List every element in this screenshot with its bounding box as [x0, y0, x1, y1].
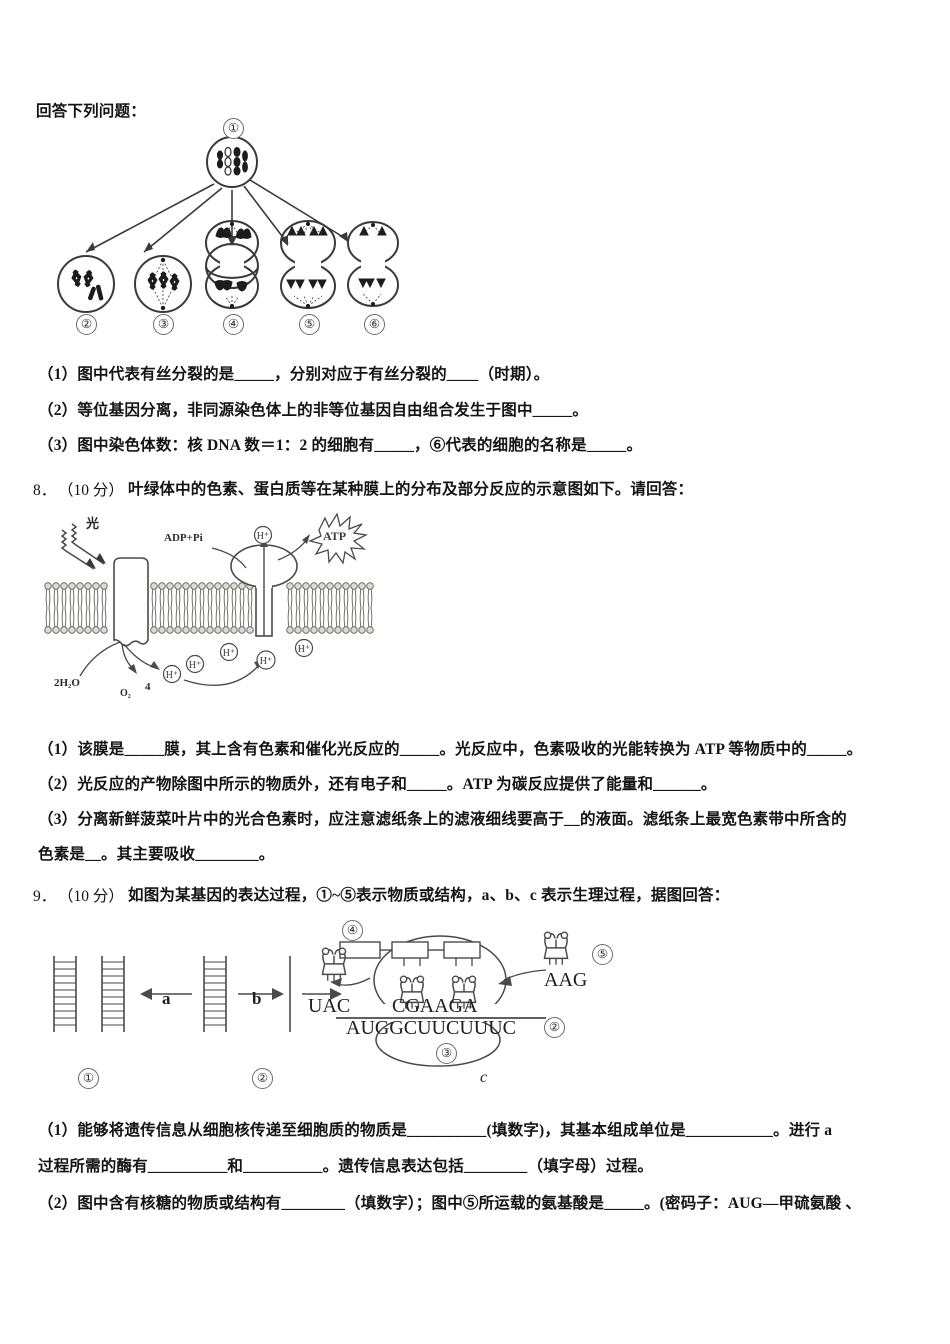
label-atp-text: ATP [323, 529, 346, 543]
q7-item-1: （1）图中代表有丝分裂的是_____，分别对应于有丝分裂的____（时期）。 [38, 366, 550, 383]
process-b-text: b [252, 989, 261, 1008]
gene-label-5: ⑤ [592, 944, 613, 965]
figure-label-4: ④ [223, 314, 244, 335]
svg-text:H⁺: H⁺ [257, 531, 270, 542]
figure-label-3: ③ [153, 314, 174, 335]
peptide-codons-text: CGAAGA [392, 995, 478, 1017]
intro-text: 回答下列问题： [36, 103, 146, 120]
figure-gene-expression: UAC AAG CGAAGA AUGGCUUCUUUC c a b ① ② ② … [40, 908, 640, 1098]
q9-number: 9． [33, 888, 57, 905]
label-4-text: 4 [145, 681, 151, 693]
svg-text:H⁺: H⁺ [189, 660, 202, 671]
q8-score: （10 分） [58, 482, 124, 499]
q9-score: （10 分） [58, 888, 124, 905]
q8-item-3: （3）分离新鲜菠菜叶片中的光合色素时，应注意滤纸条上的滤液细线要高于__的液面。… [38, 811, 847, 828]
q9-item-1-cont: 过程所需的酶有__________和__________。遗传信息表达包括___… [38, 1158, 654, 1175]
q8-stem: 叶绿体中的色素、蛋白质等在某种膜上的分布及部分反应的示意图如下。请回答： [128, 481, 694, 498]
anticodon-aag-text: AAG [544, 969, 587, 991]
svg-text:H⁺: H⁺ [223, 648, 236, 659]
figure-thylakoid-membrane: H⁺ H⁺ H⁺ H⁺ H⁺ H⁺ 光 ADP+Pi ATP 2H₂O O₂ 4 [44, 508, 404, 703]
process-a-text: a [162, 989, 171, 1008]
q8-number: 8． [33, 482, 57, 499]
q8-item-1: （1）该膜是_____膜，其上含有色素和催化光反应的_____。光反应中，色素吸… [38, 741, 863, 758]
gene-label-4: ④ [342, 920, 363, 941]
label-light-text: 光 [85, 516, 99, 531]
q8-item-2: （2）光反应的产物除图中所示的物质外，还有电子和_____。ATP 为碳反应提供… [38, 776, 717, 793]
figure-label-6: ⑥ [364, 314, 385, 335]
thylakoid-svg: H⁺ H⁺ H⁺ H⁺ H⁺ H⁺ 光 ADP+Pi ATP 2H₂O O₂ 4 [44, 512, 374, 699]
q8-item-3-cont: 色素是__。其主要吸收________。 [38, 846, 275, 863]
gene-label-3: ③ [436, 1043, 457, 1064]
mrna-sequence-text: AUGGCUUCUUUC [346, 1017, 516, 1039]
figure-cell-division: ① ② ③ ④ ⑤ ⑥ [36, 118, 399, 337]
anticodon-uac-text: UAC [308, 995, 350, 1017]
q9-item-2: （2）图中含有核糖的物质或结构有________（填数字）；图中⑤所运载的氨基酸… [38, 1195, 862, 1212]
label-o2-text: O₂ [120, 688, 131, 699]
figure-label-1: ① [223, 118, 244, 139]
svg-text:H⁺: H⁺ [260, 656, 273, 667]
figure-label-2: ② [76, 314, 97, 335]
label-water-text: 2H₂O [54, 677, 80, 689]
q7-item-2: （2）等位基因分离，非同源染色体上的非等位基因自由组合发生于图中_____。 [38, 402, 589, 419]
svg-text:H⁺: H⁺ [166, 670, 179, 681]
q9-stem: 如图为某基因的表达过程，①~⑤表示物质或结构，a、b、c 表示生理过程，据图回答… [128, 887, 730, 904]
q7-item-3: （3）图中染色体数：核 DNA 数＝1：2 的细胞有_____，⑥代表的细胞的名… [38, 437, 643, 454]
svg-text:H⁺: H⁺ [298, 644, 311, 655]
cell-division-svg [57, 136, 399, 313]
q9-item-1: （1）能够将遗传信息从细胞核传递至细胞质的物质是__________(填数字)，… [38, 1122, 833, 1139]
gene-label-2-lower: ② [252, 1068, 273, 1089]
gene-label-2: ② [544, 1017, 565, 1038]
figure-label-5: ⑤ [299, 314, 320, 335]
process-c-text: c [480, 1069, 487, 1086]
gene-expression-svg: UAC AAG CGAAGA AUGGCUUCUUUC c a b [53, 931, 587, 1086]
gene-label-1: ① [78, 1068, 99, 1089]
label-adp-text: ADP+Pi [164, 532, 203, 544]
